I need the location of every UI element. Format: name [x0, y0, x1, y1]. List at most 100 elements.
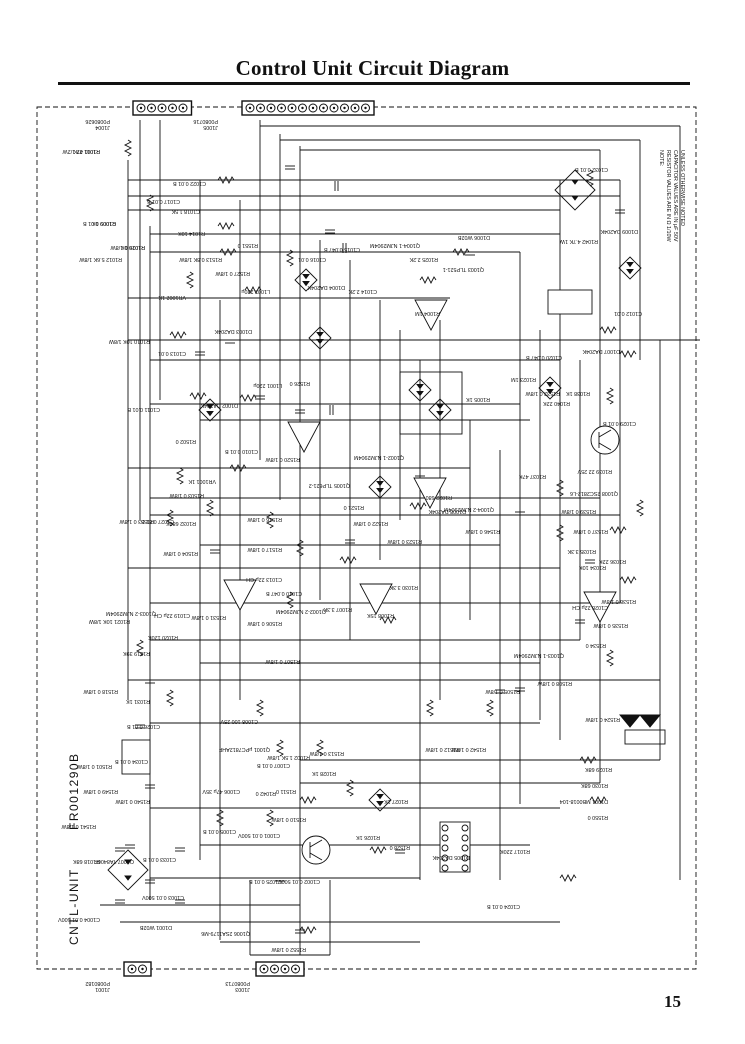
component-label: R1518 0 1/8W [83, 688, 118, 694]
component-label: R1551 0 [238, 242, 258, 248]
resistor-symbol [619, 575, 637, 585]
component-label: C1008 100 25V [220, 718, 258, 724]
resistor-symbol [559, 873, 577, 883]
resistor-symbol [265, 511, 275, 529]
optocoupler-symbol [547, 289, 593, 315]
notes-text: NOTE: [658, 150, 664, 166]
component-label: R1004 1M [415, 310, 440, 316]
component-label: R1506 0 1/8W [247, 620, 282, 626]
component-label: R1526 0 [290, 380, 310, 386]
connector-ref: J1005 [203, 124, 218, 130]
diode-bridge-symbol [554, 169, 596, 211]
resistor-symbol [275, 739, 285, 757]
component-label: C1013 22μ CH [246, 576, 282, 582]
op-amp-symbol [223, 579, 257, 611]
resistor-symbol [217, 175, 235, 185]
board-code: FR001290B [67, 752, 81, 830]
component-label: C1005 0.01 B [203, 828, 236, 834]
resistor-symbol [419, 275, 437, 285]
notes-text: RESISTOR VALUES ARE IN Ω 1/10W [665, 150, 671, 243]
component-label: R1505 0 1/8W [485, 688, 520, 694]
component-label: C1011 0.01 B [127, 406, 160, 412]
component-label: R1038 1K [566, 390, 590, 396]
connector-j1004 [132, 100, 193, 116]
resistor-symbol [215, 809, 225, 827]
component-label: R1020 120K [148, 634, 178, 640]
connector-part: P0080626 [85, 118, 110, 124]
component-label: C1034 0.01 B [115, 758, 148, 764]
component-label: C1015 0.047 B [324, 246, 360, 252]
component-label: R1540 0 1/8W [115, 798, 150, 804]
component-label: Q1003 TLP521-1 [443, 266, 484, 272]
diode-bridge-symbol [428, 398, 452, 422]
component-label: C1014 2.2K [348, 288, 377, 294]
page-number: 15 [664, 992, 681, 1011]
resistor-symbol [579, 755, 597, 765]
connector-ref: J1004 [95, 124, 110, 130]
resistor-symbol [345, 779, 355, 797]
resistor-symbol [379, 615, 397, 625]
diode-bridge-symbol [198, 398, 222, 422]
resistor-symbol [219, 247, 237, 257]
resistor-symbol [409, 501, 427, 511]
component-label: R1546 0 1/8W [465, 528, 500, 534]
component-label: R1531 0 1/8W [191, 614, 226, 620]
component-label: R1512 0 1/8W [425, 746, 460, 752]
component-label: C1022 0.01 B [173, 180, 206, 186]
resistor-symbol [339, 555, 357, 565]
component-label: C1010 0.01 B [225, 448, 258, 454]
component-label: C1024 0.01 B [487, 903, 520, 909]
component-label: R1028 1K [312, 770, 336, 776]
component-label: R1009 1K [92, 220, 116, 226]
component-label: D1001 MB0018-104 [560, 798, 608, 804]
resistor-symbol [605, 387, 615, 405]
component-label: R1017 220K [500, 848, 530, 854]
resistor-symbol [165, 689, 175, 707]
component-label: R1039 22 25V [577, 468, 612, 474]
diode-bridge-symbol [294, 268, 318, 292]
component-label: R1030 3.3K [389, 584, 418, 590]
resistor-symbol [599, 325, 617, 335]
component-label: C1025 0.01 B [249, 878, 282, 884]
component-label: C1026 0.01 B [127, 723, 160, 729]
component-label: R1513 0 1/8W [309, 750, 344, 756]
resistor-symbol [229, 463, 247, 473]
notes-text: UNLESS OTHERWISE NOTED [679, 150, 685, 226]
component-label: R1010 10K 1/8W [108, 338, 150, 344]
component-label: C1019 22μ CH [154, 612, 190, 618]
diode-bridge-symbol [538, 376, 562, 400]
component-label: C1001 0.01 500V [238, 832, 280, 838]
op-amp-symbol [413, 477, 447, 509]
diode-bridge-symbol [408, 378, 432, 402]
component-label: R1522 0 1/8W [353, 520, 388, 526]
resistor-symbol [585, 169, 595, 187]
resistor-symbol [619, 349, 637, 359]
component-label: R1007 3.3K [323, 606, 352, 612]
component-label: R1019 0 1/8W [110, 244, 145, 250]
led-symbol [619, 714, 661, 728]
component-label: R1026 1K [356, 834, 380, 840]
component-label: R1510 0 1/8W [271, 816, 306, 822]
ic-symbol [439, 821, 471, 873]
component-label: R1535 0 1/8W [593, 622, 628, 628]
component-label: C1016 0.01 [298, 256, 326, 262]
connector-ref: J1001 [95, 986, 110, 992]
component-label: D1001 W02B [140, 924, 172, 930]
board-name: CNTL-UNIT [67, 868, 81, 945]
component-label: D1007 DA204K [582, 348, 620, 354]
component-label: L1002 220μ [241, 288, 270, 294]
resistor-symbol [605, 649, 615, 667]
component-label: R1018 68K [73, 858, 100, 864]
component-label: R1513 0.8K 1/8W [179, 256, 222, 262]
component-label: C1013 0.01 [158, 350, 186, 356]
connector-part: P0080182 [85, 980, 110, 986]
component-label: R1030 68K [581, 782, 608, 788]
component-label: R1014 10K [178, 230, 205, 236]
component-label: D1005 DA204K [432, 854, 470, 860]
component-label: R1503 0 1/8W [169, 492, 204, 498]
component-label: C1012 0.01 [614, 310, 642, 316]
resistor-symbol [169, 330, 187, 340]
resistor-symbol [485, 699, 495, 717]
component-label: R1501 0 1/8W [77, 763, 112, 769]
